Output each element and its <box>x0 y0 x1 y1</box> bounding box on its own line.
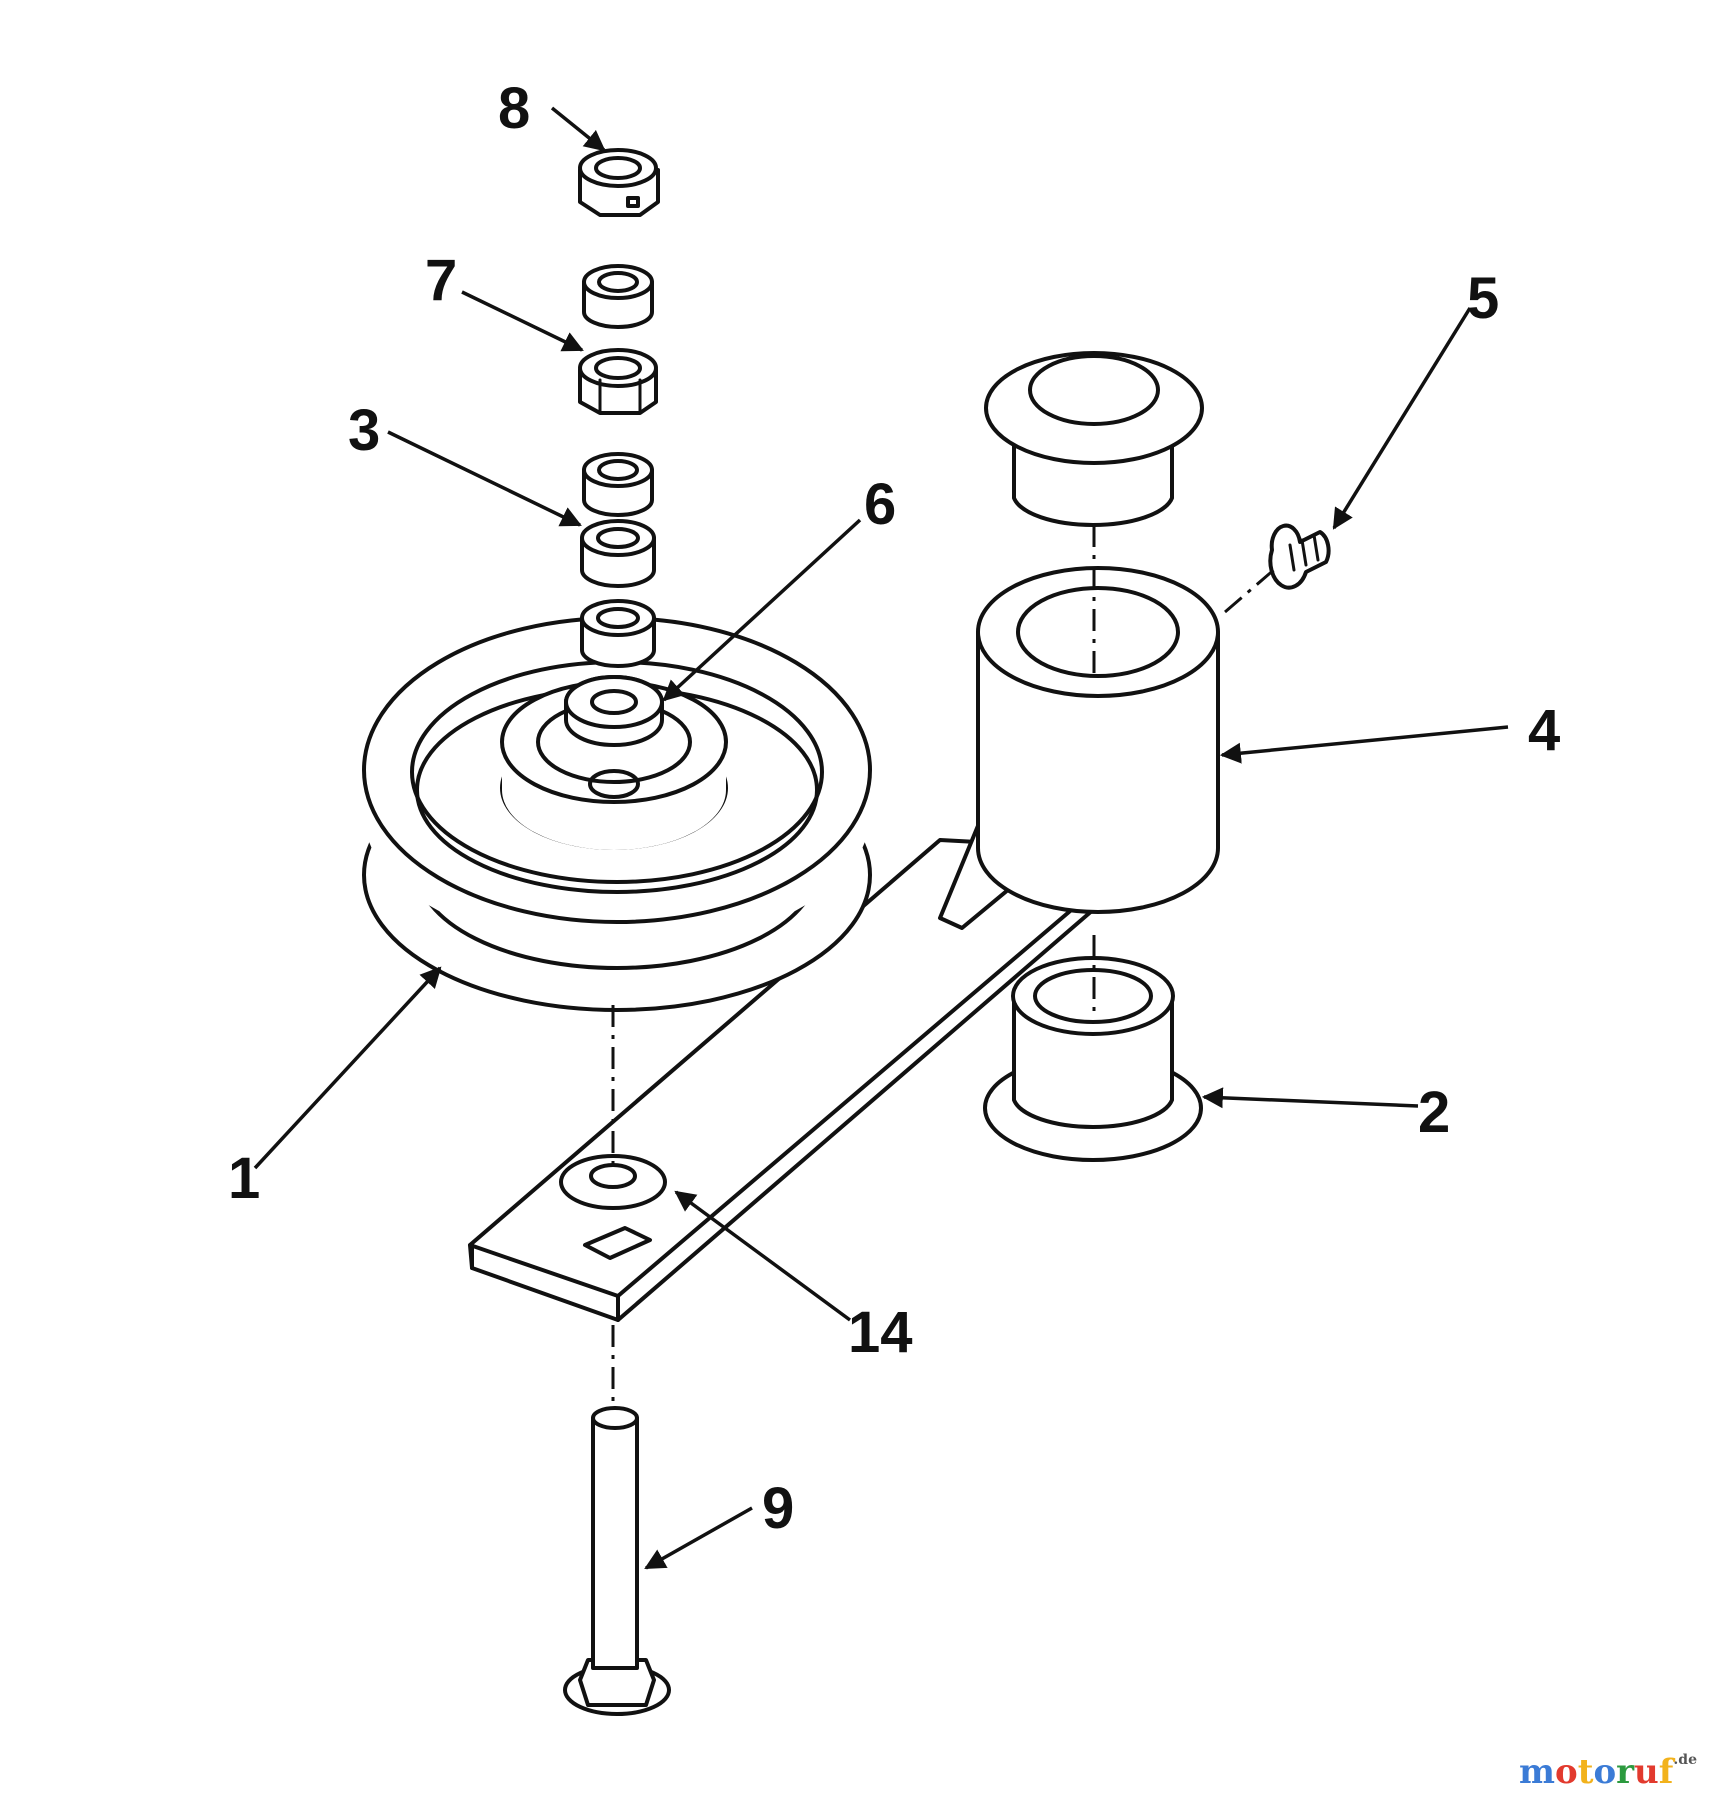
center-lines <box>611 525 1277 1405</box>
grease-fitting-part-5 <box>1268 523 1331 590</box>
callout-2: 2 <box>1418 1080 1450 1145</box>
callout-labels: 8 7 3 6 5 4 2 1 14 9 <box>228 76 1560 1541</box>
callout-4: 4 <box>1528 698 1560 763</box>
pulley-part-1 <box>362 616 872 1012</box>
callout-6: 6 <box>864 472 896 537</box>
callout-1: 1 <box>228 1146 260 1211</box>
leader-lines <box>253 106 1509 1570</box>
pivot-tube-part-4 <box>976 566 1220 914</box>
callout-7: 7 <box>425 248 457 313</box>
spacer-stack <box>578 148 660 668</box>
bolt-part-9 <box>563 1406 671 1716</box>
lower-bushing-part-2 <box>983 956 1203 1162</box>
callout-8: 8 <box>498 76 530 141</box>
callout-14: 14 <box>848 1300 913 1365</box>
watermark-logo: motoruf.de <box>1519 1752 1697 1792</box>
callout-5: 5 <box>1467 266 1499 331</box>
upper-bushing <box>984 351 1204 527</box>
callout-3: 3 <box>348 398 380 463</box>
callout-9: 9 <box>762 1476 794 1541</box>
washer-part-14 <box>559 1154 667 1210</box>
